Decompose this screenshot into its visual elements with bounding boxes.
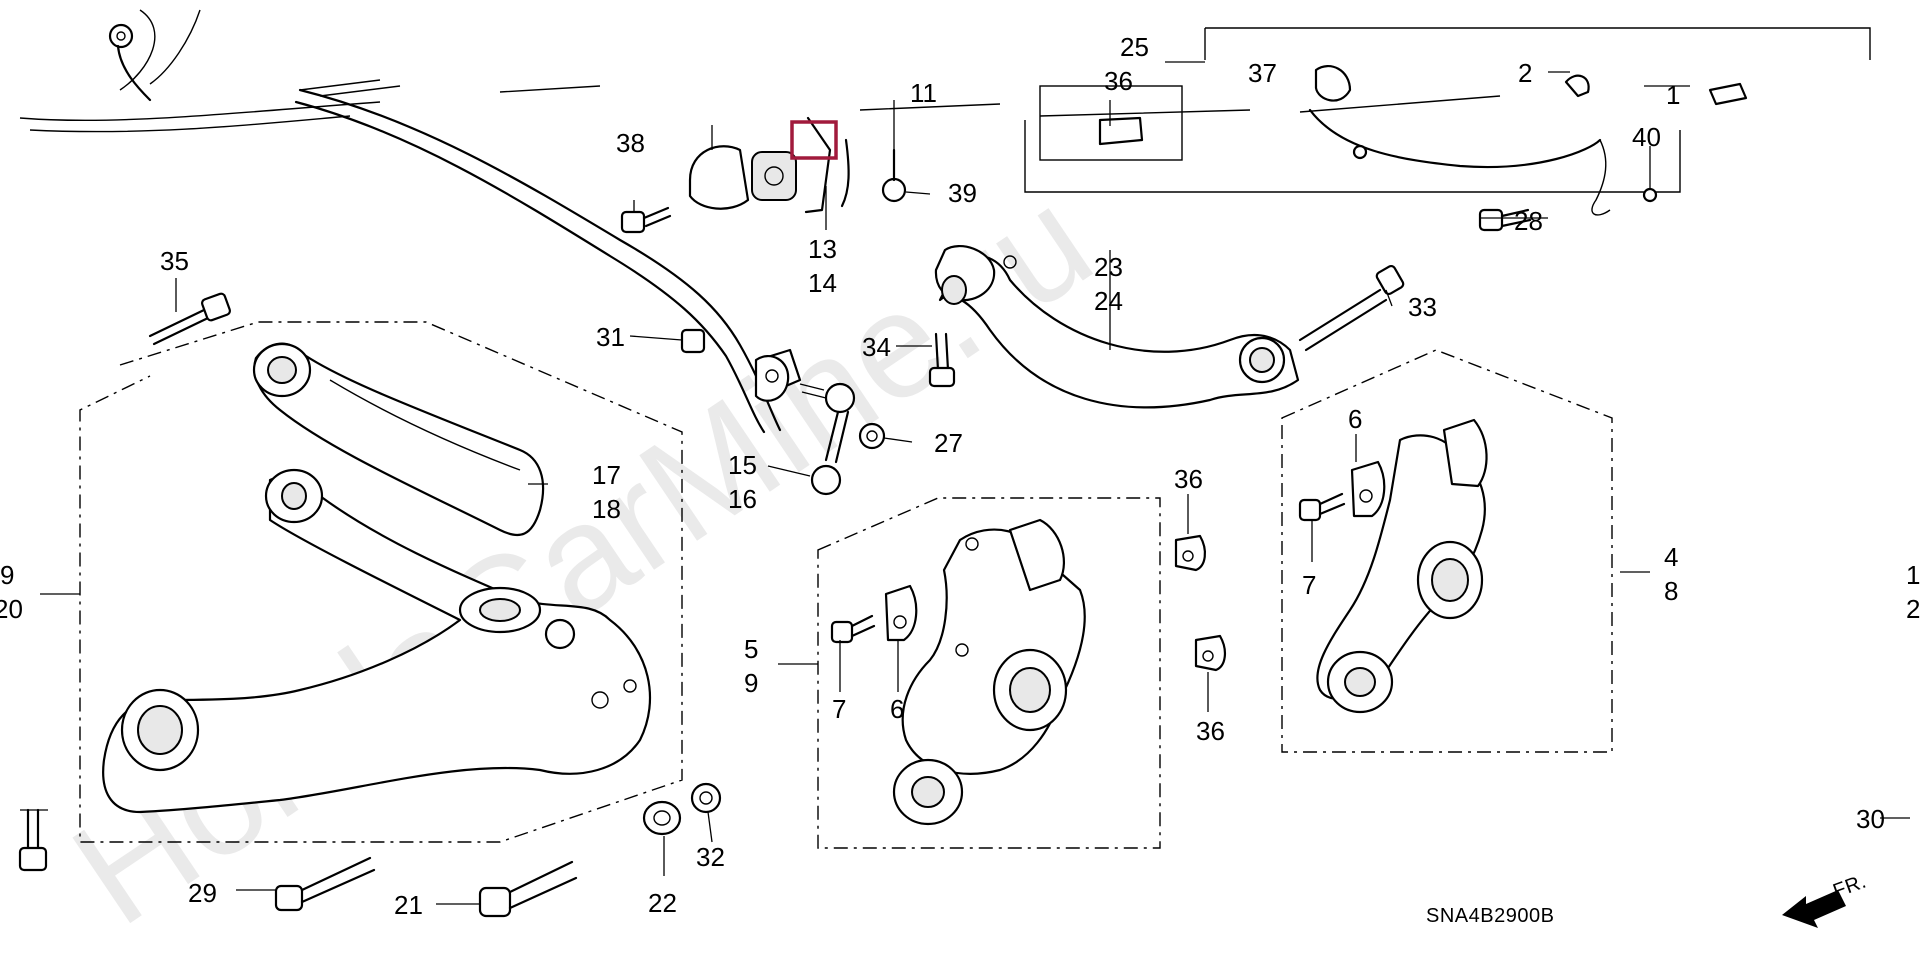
bolt-7-right [1298, 492, 1346, 522]
bolt-7-center [830, 614, 876, 644]
callout-15: 15 [728, 450, 757, 480]
callout-2-right-edge: 2 [1906, 594, 1920, 624]
callout-18: 18 [592, 494, 621, 524]
callout-30: 30 [1856, 804, 1885, 834]
group-25-box [1024, 27, 1871, 193]
callout-20: 20 [0, 594, 23, 624]
callout-31: 31 [596, 322, 625, 352]
stabilizer-link [799, 382, 856, 496]
callout-4: 4 [1664, 542, 1678, 572]
callout-9-left: 9 [0, 560, 14, 590]
callout-25: 25 [1120, 32, 1149, 62]
callout-7-right: 7 [1302, 570, 1316, 600]
bolt-29 [274, 856, 376, 912]
callout-24: 24 [1094, 286, 1123, 316]
callout-32: 32 [696, 842, 725, 872]
callout-36-a: 36 [1174, 464, 1203, 494]
group-19-20-box [79, 321, 683, 843]
callout-28: 28 [1514, 206, 1543, 236]
bushing-36-lower [1194, 634, 1226, 672]
callout-6-right: 6 [1348, 404, 1362, 434]
callout-13: 13 [808, 234, 837, 264]
stabilizer-bracket [840, 138, 907, 208]
trailing-arm [102, 468, 652, 814]
group-5-9-box [817, 497, 1161, 849]
knuckle-right [1316, 418, 1488, 714]
callout-37: 37 [1248, 58, 1277, 88]
callout-22: 22 [648, 888, 677, 918]
callout-6-center: 6 [890, 694, 904, 724]
upper-arm [934, 245, 1300, 409]
callout-39: 39 [948, 178, 977, 208]
callout-33: 33 [1408, 292, 1437, 322]
bushing-36-upper [1174, 534, 1206, 572]
callout-16: 16 [728, 484, 757, 514]
front-arrow-icon: FR. [1782, 870, 1869, 928]
knuckle-center [892, 518, 1086, 826]
callout-7-center: 7 [832, 694, 846, 724]
callout-numbers: 25 36 37 2 1 40 28 11 39 13 14 38 35 23 … [0, 32, 1920, 920]
sensor-harness [1098, 64, 1748, 216]
callout-23: 23 [1094, 252, 1123, 282]
plate-6-center [884, 584, 918, 642]
bolt-35 [148, 292, 232, 346]
bolt-38 [620, 206, 672, 234]
callout-11: 11 [910, 78, 937, 108]
callout-36-top: 36 [1104, 66, 1133, 96]
callout-2: 2 [1518, 58, 1532, 88]
callout-5: 5 [744, 634, 758, 664]
front-label: FR. [1830, 870, 1869, 902]
bracket-stab-end [754, 354, 790, 402]
nut-27 [858, 422, 886, 450]
nut-31 [680, 328, 706, 354]
callout-9: 9 [744, 668, 758, 698]
diagram-code: SNA4B2900B [1426, 905, 1554, 927]
bolt-30-left [18, 808, 48, 872]
callout-8: 8 [1664, 576, 1678, 606]
callout-40: 40 [1632, 122, 1661, 152]
callout-35: 35 [160, 246, 189, 276]
clip-40 [1642, 187, 1658, 203]
top-sketch-lines [19, 9, 1501, 133]
bolt-21 [478, 860, 578, 918]
nut-32 [690, 782, 722, 814]
callout-36-b: 36 [1196, 716, 1225, 746]
callout-38: 38 [616, 128, 645, 158]
callout-1: 1 [1666, 80, 1680, 110]
callout-1-right-edge: 1 [1906, 560, 1920, 590]
ground-terminal [108, 23, 152, 102]
leader-lines [20, 61, 1910, 905]
group-4-8-box [1281, 349, 1613, 753]
callout-21: 21 [394, 890, 423, 920]
bolt-33 [1298, 264, 1405, 352]
lower-arm [252, 342, 545, 537]
plate-6-right [1350, 460, 1386, 518]
bolt-28 [1478, 208, 1532, 232]
callout-34: 34 [862, 332, 891, 362]
bolt-34 [928, 332, 956, 388]
callout-27: 27 [934, 428, 963, 458]
callout-29: 29 [188, 878, 217, 908]
collar-22 [642, 800, 682, 836]
callout-14: 14 [808, 268, 837, 298]
callout-17: 17 [592, 460, 621, 490]
highlight-box [790, 120, 838, 160]
stabilizer-bushing-holder [688, 116, 832, 214]
